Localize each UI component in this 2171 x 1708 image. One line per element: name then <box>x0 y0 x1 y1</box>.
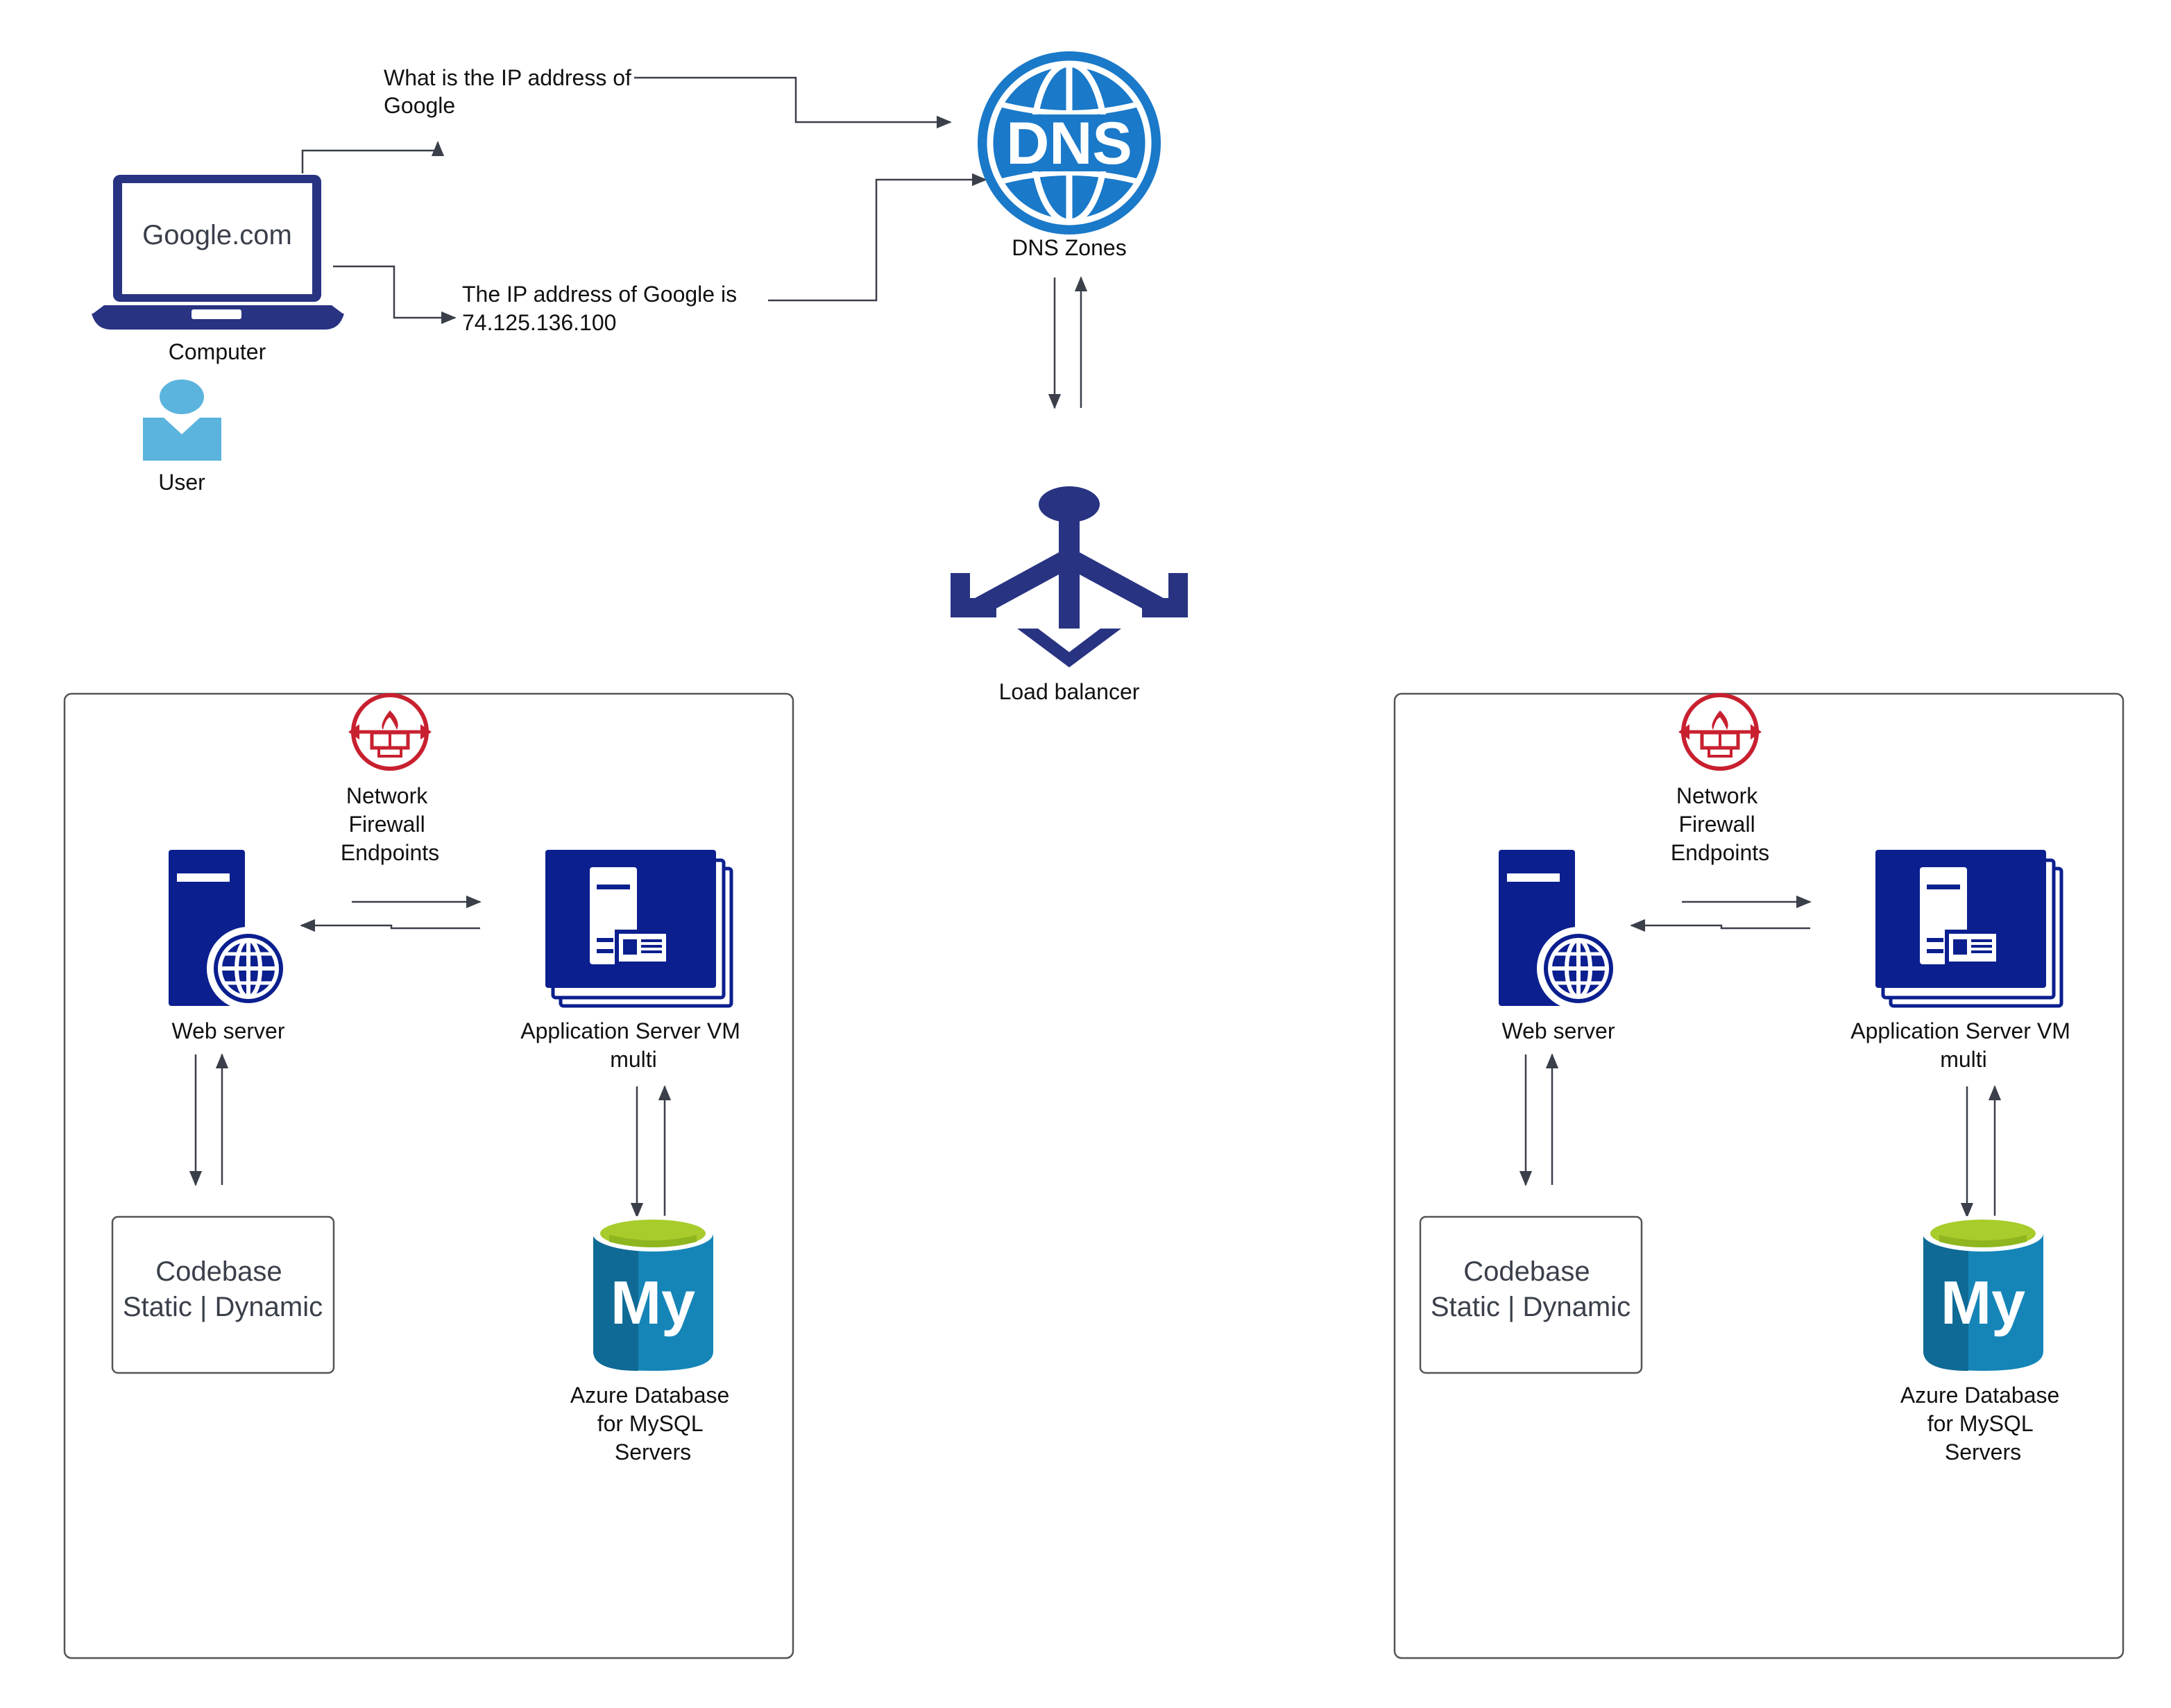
response-connector-1 <box>768 173 987 302</box>
user-label: User <box>158 470 205 495</box>
dns-globe-icon[interactable] <box>978 51 1161 234</box>
computer-label: Computer <box>169 339 266 364</box>
app-to-web-connector <box>1630 919 1810 932</box>
laptop-icon[interactable] <box>92 175 344 330</box>
region-1-boundary <box>63 692 794 1659</box>
web-server-label: Web server <box>1501 1018 1615 1043</box>
user-icon[interactable] <box>143 379 221 461</box>
query-line-2: Google <box>384 93 455 118</box>
response-connector-2 <box>333 265 457 325</box>
app-to-web-connector <box>300 919 480 932</box>
load-balancer-icon[interactable] <box>951 486 1188 667</box>
computer-screen-text: Google.com <box>142 220 292 250</box>
application-server-label: Application Server VM multi <box>1850 1018 2076 1072</box>
firewall-label: Network Firewall Endpoints <box>341 783 439 865</box>
query-connector-1 <box>301 141 445 173</box>
response-line-1: The IP address of Google is <box>462 282 737 307</box>
firewall-icon[interactable] <box>1678 693 1762 771</box>
codebase-label: Codebase Static | Dynamic <box>1431 1256 1631 1322</box>
response-line-2: 74.125.136.100 <box>462 310 616 335</box>
application-server-icon[interactable] <box>1875 850 2063 1008</box>
codebase-box[interactable] <box>1419 1215 1643 1374</box>
web-server-label: Web server <box>171 1018 284 1043</box>
dns-badge-text: DNS <box>1006 110 1132 177</box>
firewall-icon[interactable] <box>348 693 432 771</box>
firewall-label: Network Firewall Endpoints <box>1671 783 1769 865</box>
application-server-label: Application Server VM multi <box>520 1018 746 1072</box>
web-server-icon[interactable] <box>169 850 290 1010</box>
query-line-1: What is the IP address of <box>384 65 631 90</box>
database-label: Azure Database for MySQL Servers <box>570 1383 735 1464</box>
mysql-database-icon[interactable] <box>1923 1215 2043 1371</box>
database-label: Azure Database for MySQL Servers <box>1900 1383 2066 1464</box>
query-connector-2 <box>634 76 952 129</box>
response-message: The IP address of Google is 74.125.136.1… <box>462 282 743 335</box>
codebase-label: Codebase Static | Dynamic <box>123 1256 323 1322</box>
region-2: Network Firewall Endpoints Web server <box>1393 692 2125 1659</box>
region-1: Network Firewall Endpoints Web server <box>63 692 794 1659</box>
mysql-database-icon[interactable] <box>593 1215 713 1371</box>
mysql-badge-text: My <box>1941 1268 2025 1337</box>
load-balancer-label: Load balancer <box>999 679 1140 704</box>
web-server-icon[interactable] <box>1499 850 1620 1010</box>
query-message: What is the IP address of Google <box>384 65 638 118</box>
application-server-icon[interactable] <box>545 850 733 1008</box>
region-2-boundary <box>1393 692 2125 1659</box>
mysql-badge-text: My <box>611 1268 695 1337</box>
dns-label: DNS Zones <box>1012 235 1126 260</box>
codebase-box[interactable] <box>111 1215 335 1374</box>
